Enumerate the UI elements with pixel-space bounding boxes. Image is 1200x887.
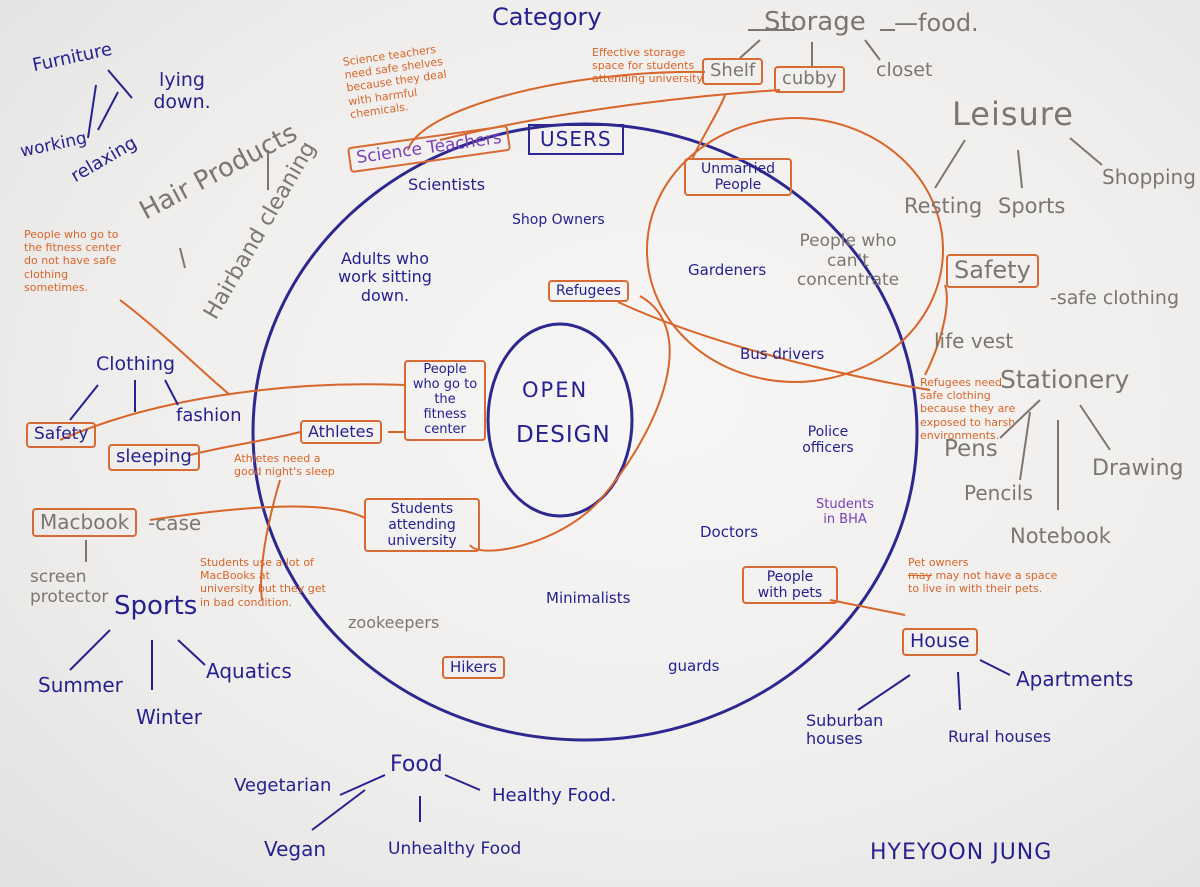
- user-bus-drivers: Bus drivers: [740, 345, 825, 363]
- cat-aquatics: Aquatics: [206, 659, 292, 683]
- cat-resting: Resting: [904, 194, 983, 218]
- cat-food-dash: —food.: [894, 9, 979, 37]
- cat-safety: Safety: [946, 254, 1039, 288]
- cat-pens: Pens: [944, 436, 998, 462]
- user-zookeepers: zookeepers: [348, 613, 440, 632]
- cat-case: -case: [148, 511, 202, 535]
- user-students-university: Students attending university: [364, 498, 480, 553]
- note-pet-owners-rest: may not have a space to live in with the…: [908, 569, 1058, 596]
- cat-leisure-sports: Sports: [998, 194, 1066, 218]
- cat-healthy-food: Healthy Food.: [492, 785, 617, 806]
- cat-summer: Summer: [38, 673, 123, 697]
- cat-house: House: [902, 628, 978, 656]
- cat-pencils: Pencils: [964, 481, 1033, 505]
- user-unmarried-people: Unmarried People: [684, 158, 792, 197]
- orange-group-circle: [646, 117, 944, 383]
- cat-vegetarian: Vegetarian: [234, 775, 332, 796]
- user-shop-owners: Shop Owners: [512, 212, 605, 228]
- note-pet-owners-struck: may: [908, 569, 932, 583]
- user-minimalists: Minimalists: [546, 589, 631, 607]
- user-athletes: Athletes: [300, 420, 382, 445]
- user-refugees: Refugees: [548, 280, 629, 303]
- user-adults-sitting: Adults who work sitting down.: [338, 249, 432, 305]
- cat-suburban-houses: Suburban houses: [806, 711, 884, 749]
- cat-rural-houses: Rural houses: [948, 727, 1052, 746]
- inner-core-circle: [486, 322, 634, 518]
- cat-apartments: Apartments: [1016, 667, 1134, 691]
- note-pet-owners-prefix: Pet owners: [908, 556, 969, 569]
- user-hikers: Hikers: [442, 656, 505, 680]
- note-athletes: Athletes need a good night's sleep: [234, 452, 335, 479]
- note-refugees: Refugees need safe clothing because they…: [920, 376, 1016, 442]
- cat-shelf: Shelf: [702, 58, 764, 85]
- user-scientists: Scientists: [408, 175, 486, 194]
- author-name: HYEYOON JUNG: [870, 840, 1053, 865]
- users-label: USERS: [528, 124, 624, 155]
- cat-winter: Winter: [136, 705, 202, 729]
- cat-vegan: Vegan: [264, 837, 327, 861]
- cat-lying-down: lying down.: [153, 69, 211, 113]
- cat-unhealthy-food: Unhealthy Food: [388, 839, 522, 859]
- user-cant-concentrate: People who can't concentrate: [796, 231, 900, 291]
- cat-screen-protector: screen protector: [30, 567, 109, 607]
- user-doctors: Doctors: [700, 523, 759, 541]
- center-open: OPEN: [522, 378, 589, 402]
- cat-cubby: cubby: [774, 66, 845, 93]
- cat-leisure: Leisure: [952, 95, 1074, 133]
- category-title: Category: [492, 3, 602, 31]
- note-fitness: People who go to the fitness center do n…: [24, 228, 121, 294]
- cat-closet: closet: [876, 59, 933, 81]
- cat-lifevest: life vest: [934, 329, 1014, 353]
- user-students-bha: Students in BHA: [816, 497, 874, 527]
- cat-food: Food: [390, 752, 443, 777]
- cat-clothing: Clothing: [96, 353, 176, 375]
- note-pet-owners: Pet owners may may not have a space to l…: [908, 556, 1058, 596]
- cat-fashion: fashion: [176, 405, 242, 426]
- user-guards: guards: [668, 657, 720, 675]
- cat-macbook: Macbook: [32, 508, 138, 537]
- note-storage: Effective storage space for students att…: [592, 46, 704, 86]
- cat-notebook: Notebook: [1010, 524, 1111, 548]
- cat-sleeping: sleeping: [108, 444, 200, 471]
- cat-safety-clothing: Safety: [26, 422, 97, 448]
- cat-stationery: Stationery: [1000, 365, 1130, 394]
- user-people-with-pets: People with pets: [742, 566, 838, 605]
- cat-shopping: Shopping: [1102, 165, 1196, 189]
- note-macbooks: Students use a lot of MacBooks at univer…: [200, 556, 326, 609]
- user-fitness-center: People who go to the fitness center: [404, 360, 486, 441]
- center-design: DESIGN: [516, 422, 611, 448]
- user-police-officers: Police officers: [802, 424, 854, 457]
- cat-safe-clothing: -safe clothing: [1050, 287, 1180, 309]
- user-gardeners: Gardeners: [688, 261, 767, 279]
- cat-sports: Sports: [114, 591, 198, 621]
- cat-storage: Storage: [764, 7, 866, 37]
- cat-drawing: Drawing: [1092, 456, 1184, 481]
